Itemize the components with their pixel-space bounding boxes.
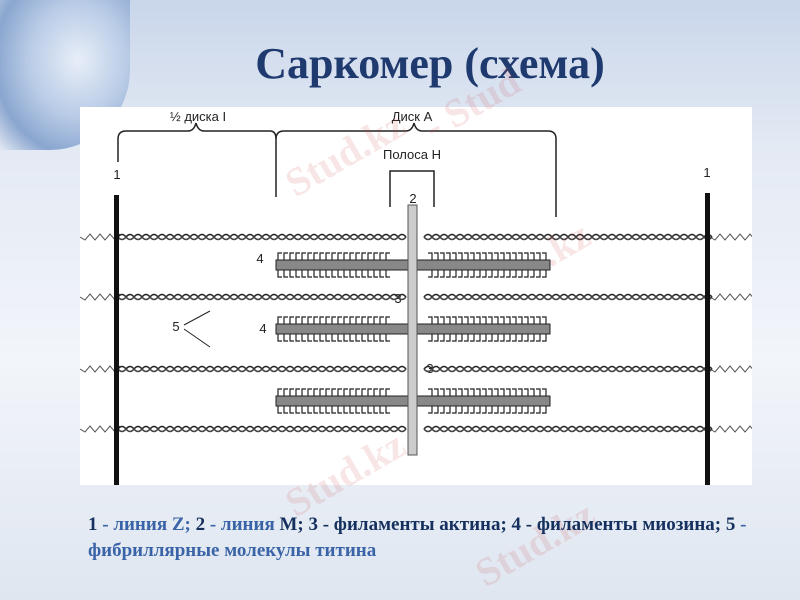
caption-z: Z; [171, 514, 191, 535]
label-z-left: 1 [113, 167, 120, 182]
titin-filament [709, 293, 756, 301]
titin-filament [709, 425, 756, 433]
caption-text: - линия [97, 514, 172, 535]
actin-filament [423, 427, 713, 433]
titin-filament [79, 233, 121, 241]
caption-num: 1 [88, 514, 98, 535]
brace-disc-a [275, 122, 557, 217]
actin-filament [423, 367, 713, 373]
titin-filament [709, 365, 756, 373]
caption-m: M; [279, 514, 304, 535]
label-disc-a: Диск А [392, 109, 433, 124]
sarcomere-diagram: ½ диска I Диск А Полоса Н 1 1 2 3 3 4 4 … [79, 107, 756, 485]
myosin-heads [277, 316, 547, 342]
label-myosin-1: 4 [256, 251, 263, 266]
label-myosin-2: 4 [259, 321, 266, 336]
actin-filament [423, 235, 713, 241]
caption-num: 5 [725, 514, 736, 535]
legend-caption: 1 - линия Z; 2 - линия M; 3 - филаменты … [88, 512, 768, 564]
myosin-heads [277, 252, 547, 278]
label-z-right: 1 [703, 165, 710, 180]
caption-text: - фибриллярные молекулы титина [88, 514, 747, 561]
caption-text: - линия [205, 514, 280, 535]
actin-filament [117, 295, 407, 301]
sarcomere-svg: ½ диска I Диск А Полоса Н 1 1 2 3 3 4 4 … [79, 109, 756, 485]
titin-filament [79, 365, 121, 373]
z-line-right [705, 193, 710, 485]
z-line-left [114, 195, 119, 485]
actin-filament [117, 235, 407, 241]
label-half-disc-i: ½ диска I [170, 109, 226, 124]
caption-num: 2 [190, 514, 206, 535]
caption-text: 3 - филаменты актина; 4 - филаменты миоз… [303, 514, 726, 535]
bracket-band-h [389, 170, 435, 207]
titin-filament [79, 425, 121, 433]
titin-pointer [183, 310, 211, 348]
label-actin-1: 3 [394, 291, 401, 306]
label-m-line: 2 [409, 191, 416, 206]
label-band-h: Полоса Н [383, 147, 441, 162]
titin-filament [79, 293, 121, 301]
titin-filament [709, 233, 756, 241]
label-actin-2: 3 [426, 361, 433, 376]
slide-title: Саркомер (схема) [255, 39, 605, 88]
actin-filament [117, 427, 407, 433]
label-titin: 5 [172, 319, 179, 334]
brace-half-disc-i [117, 122, 277, 197]
m-line [407, 204, 418, 456]
actin-filament [117, 367, 407, 373]
myosin-heads [277, 388, 547, 414]
actin-filament [423, 295, 713, 301]
